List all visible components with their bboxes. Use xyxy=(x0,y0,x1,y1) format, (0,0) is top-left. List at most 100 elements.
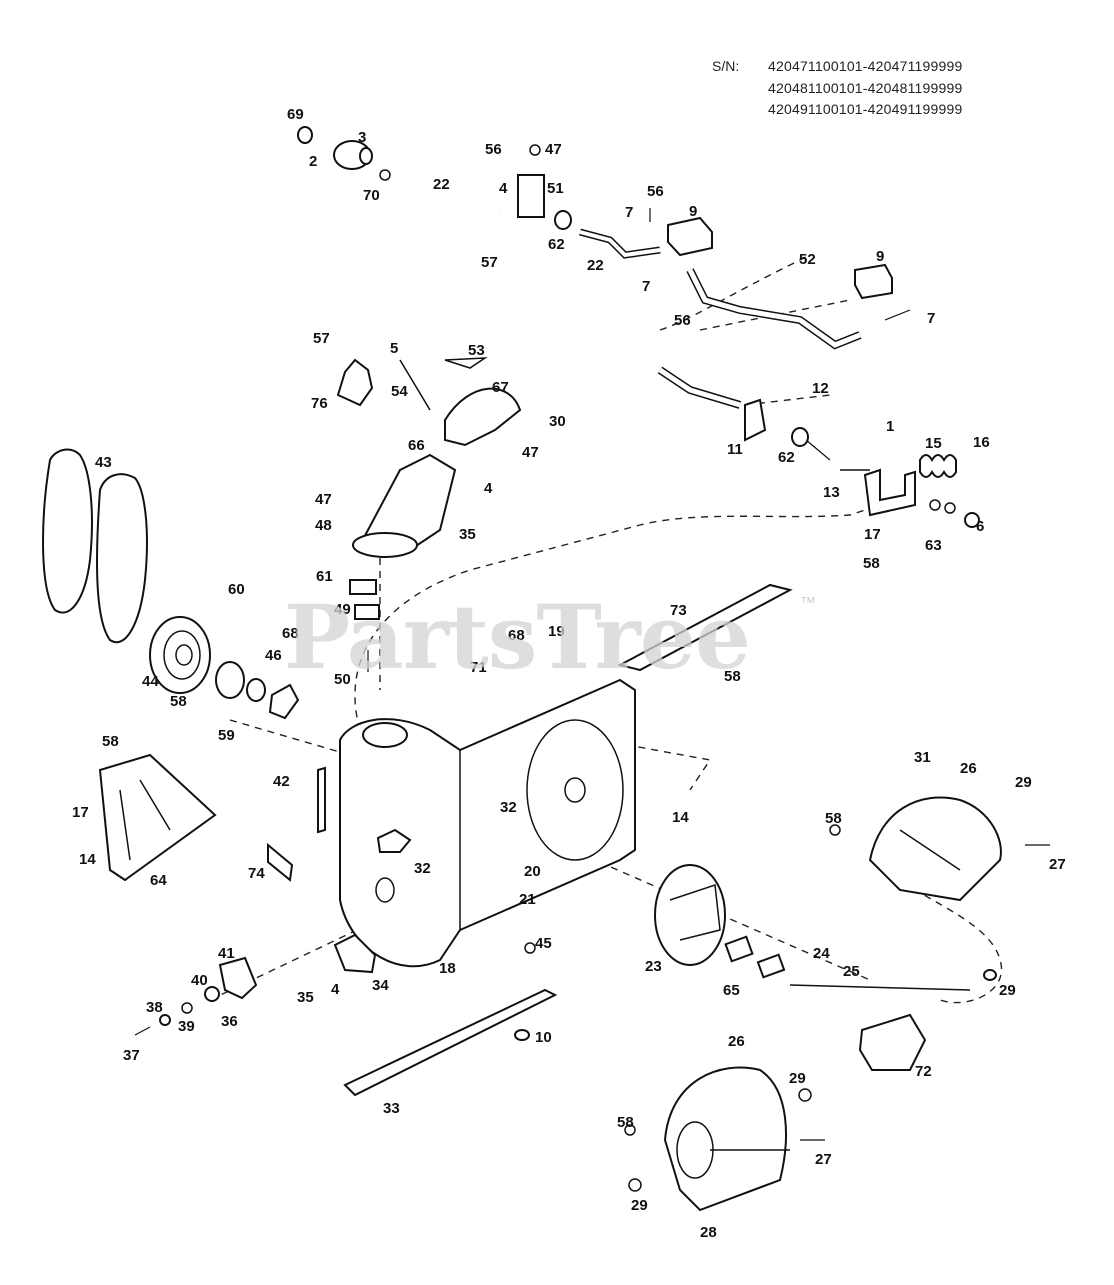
chute-flange xyxy=(349,579,377,595)
callout-23: 23 xyxy=(645,958,662,975)
callout-76: 76 xyxy=(311,395,328,412)
serial-number-label: S/N: xyxy=(712,58,740,74)
callout-27: 27 xyxy=(1049,856,1066,873)
callout-70: 70 xyxy=(363,187,380,204)
callout-63: 63 xyxy=(925,537,942,554)
callout-19: 19 xyxy=(548,623,565,640)
callout-22: 22 xyxy=(433,176,450,193)
auger-shaft xyxy=(789,984,971,991)
impeller xyxy=(654,864,726,966)
decal xyxy=(444,357,488,369)
callout-7: 7 xyxy=(927,310,935,327)
auger-housing xyxy=(317,678,636,968)
callout-17: 17 xyxy=(72,804,89,821)
serial-range-3: 420491100101-420491199999 xyxy=(768,101,963,117)
bearing-flange xyxy=(218,956,258,1000)
spring xyxy=(919,454,957,478)
assembly-line xyxy=(354,504,881,731)
callout-67: 67 xyxy=(492,379,509,396)
callout-71: 71 xyxy=(470,659,487,676)
chute-crank-rod-lower xyxy=(686,268,862,350)
decal xyxy=(267,842,294,882)
callout-42: 42 xyxy=(273,773,290,790)
callout-51: 51 xyxy=(547,180,564,197)
callout-29: 29 xyxy=(999,982,1016,999)
callout-56: 56 xyxy=(674,312,691,329)
bearing xyxy=(204,986,220,1002)
callout-64: 64 xyxy=(150,872,167,889)
callout-61: 61 xyxy=(316,568,333,585)
spacer xyxy=(756,953,786,979)
washer xyxy=(181,1002,193,1014)
universal-block xyxy=(667,216,713,257)
callout-15: 15 xyxy=(925,435,942,452)
chute-control-rod xyxy=(657,366,742,409)
callout-29: 29 xyxy=(789,1070,806,1087)
callout-68: 68 xyxy=(508,627,525,644)
discharge-chute xyxy=(352,453,457,558)
bearing-housing xyxy=(268,683,300,720)
support-bracket xyxy=(517,174,545,218)
callout-29: 29 xyxy=(1015,774,1032,791)
callout-18: 18 xyxy=(439,960,456,977)
callout-62: 62 xyxy=(548,236,565,253)
universal-block xyxy=(854,263,893,300)
callout-7: 7 xyxy=(625,204,633,221)
auger-pulley xyxy=(149,616,211,694)
nut xyxy=(529,144,541,156)
chute-crank-rod-upper xyxy=(399,183,501,212)
callout-31: 31 xyxy=(914,749,931,766)
callout-1: 1 xyxy=(886,418,894,435)
auger-left xyxy=(663,1066,790,1212)
assembly-line xyxy=(599,739,712,791)
callout-73: 73 xyxy=(670,602,687,619)
callout-58: 58 xyxy=(617,1114,634,1131)
washer xyxy=(983,969,997,981)
bracket xyxy=(744,398,767,442)
callout-28: 28 xyxy=(700,1224,717,1241)
callout-68: 68 xyxy=(282,625,299,642)
watermark-trademark: ™ xyxy=(800,595,816,612)
nut xyxy=(829,824,841,836)
callout-43: 43 xyxy=(95,454,112,471)
scraper-bar xyxy=(617,583,793,672)
callout-69: 69 xyxy=(287,106,304,123)
washer xyxy=(929,499,941,511)
callout-34: 34 xyxy=(372,977,389,994)
callout-29: 29 xyxy=(631,1197,648,1214)
bearing-sleeve xyxy=(724,935,754,963)
callout-20: 20 xyxy=(524,863,541,880)
nut xyxy=(964,512,980,528)
callout-58: 58 xyxy=(170,693,187,710)
skid-bracket xyxy=(333,933,377,974)
callout-58: 58 xyxy=(102,733,119,750)
drive-belt xyxy=(42,448,93,614)
callout-45: 45 xyxy=(535,935,552,952)
callout-3: 3 xyxy=(358,129,366,146)
chute-crank-rod-middle xyxy=(579,228,661,259)
callout-4: 4 xyxy=(484,480,493,497)
callout-52: 52 xyxy=(799,251,816,268)
callout-74: 74 xyxy=(248,865,265,882)
skid-shoe xyxy=(98,753,217,882)
serial-range-1: 420471100101-420471199999 xyxy=(768,58,963,74)
callout-32: 32 xyxy=(414,860,431,877)
callout-62: 62 xyxy=(778,449,795,466)
callout-9: 9 xyxy=(689,203,697,220)
callout-47: 47 xyxy=(522,444,539,461)
callout-72: 72 xyxy=(915,1063,932,1080)
callout-35: 35 xyxy=(459,526,476,543)
callout-27: 27 xyxy=(815,1151,832,1168)
callout-4: 4 xyxy=(499,180,508,197)
callout-30: 30 xyxy=(549,413,566,430)
callout-14: 14 xyxy=(79,851,96,868)
callout-58: 58 xyxy=(825,810,842,827)
callout-21: 21 xyxy=(519,891,536,908)
bearing-flange xyxy=(215,661,245,699)
callout-58: 58 xyxy=(863,555,880,572)
callout-7: 7 xyxy=(642,278,650,295)
callout-60: 60 xyxy=(228,581,245,598)
callout-44: 44 xyxy=(142,673,159,690)
callout-9: 9 xyxy=(876,248,884,265)
